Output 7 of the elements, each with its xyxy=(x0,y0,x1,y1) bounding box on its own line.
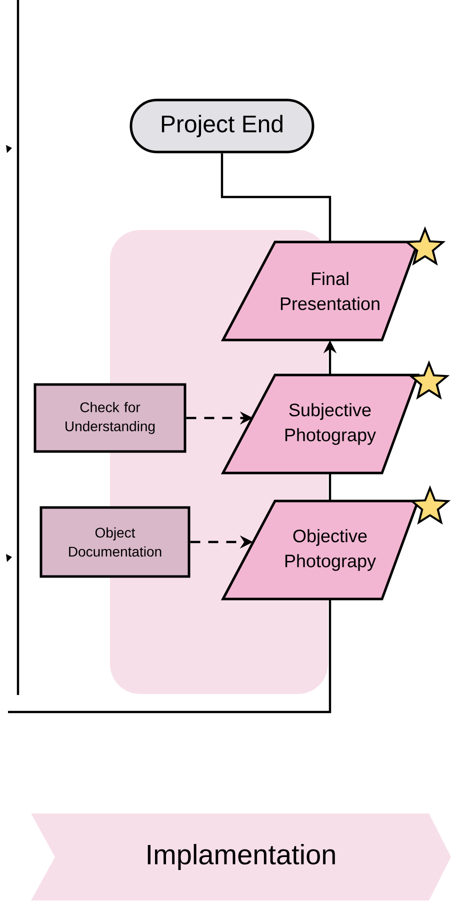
terminator-box: Project End xyxy=(130,98,314,154)
process-box: Check for Understanding xyxy=(34,383,186,453)
connector-line xyxy=(328,473,332,501)
connector-line xyxy=(8,599,332,714)
connector-line xyxy=(220,153,332,242)
process-box: Object Documentation xyxy=(40,506,190,578)
chevron-banner: Implamentation xyxy=(31,814,451,900)
